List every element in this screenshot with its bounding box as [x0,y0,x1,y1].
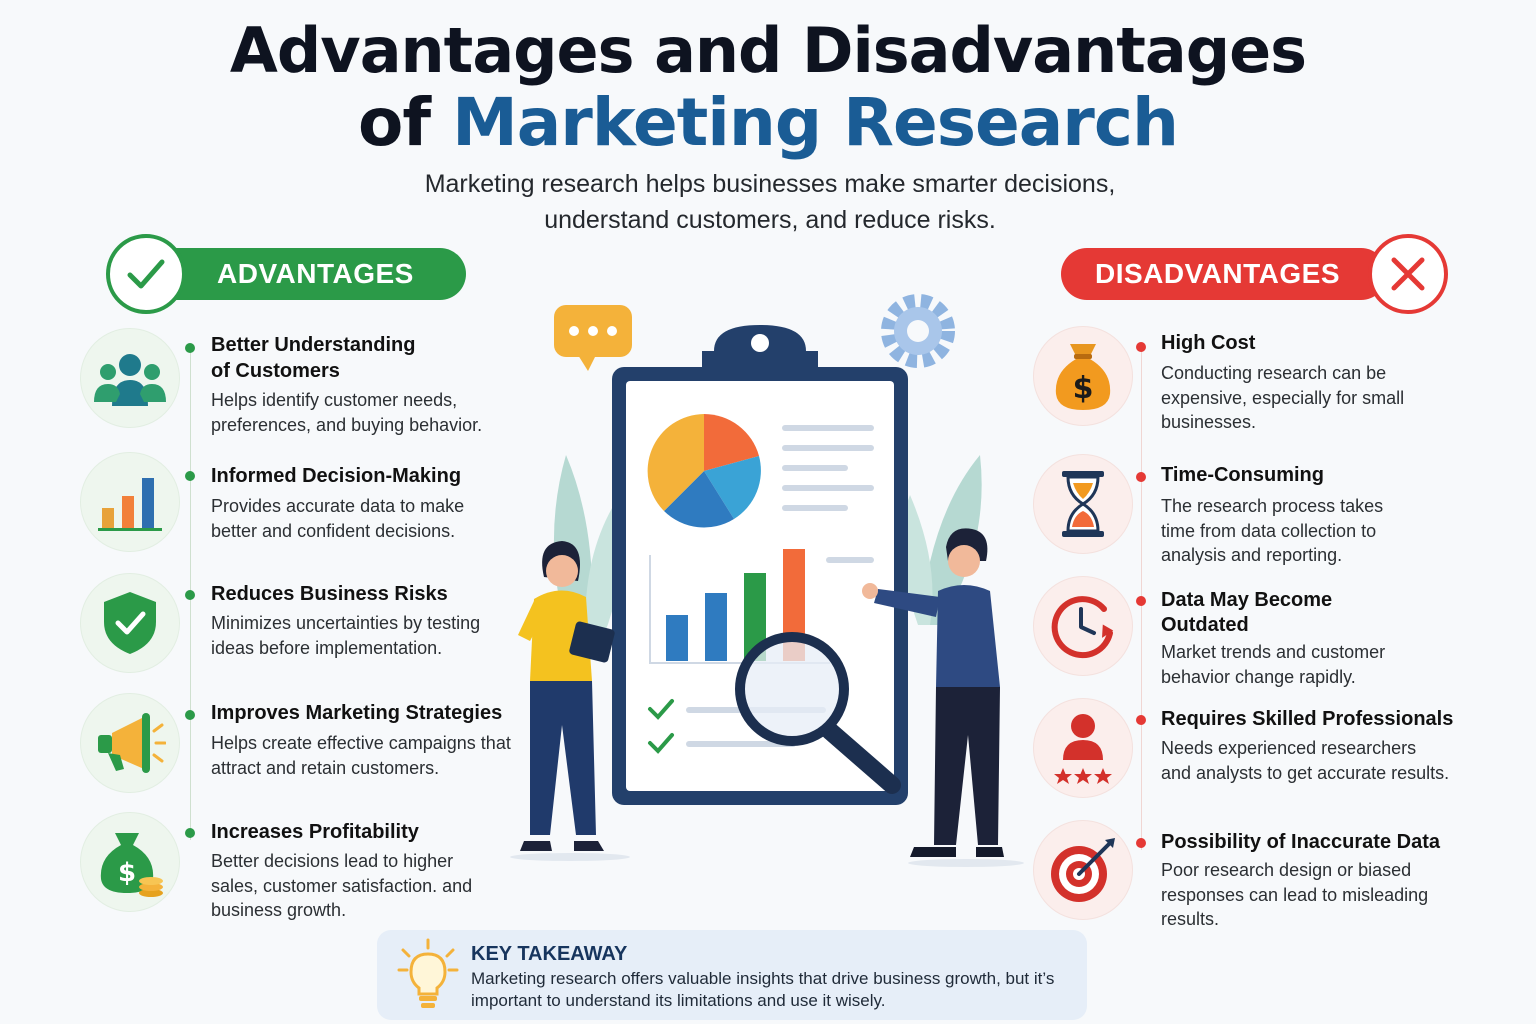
key-takeaway-box: KEY TAKEAWAY Marketing research offers v… [377,930,1087,1020]
lightbulb-icon [397,938,459,1008]
svg-text:$: $ [1073,371,1094,406]
item-title: Possibility of Inaccurate Data [1161,831,1440,853]
item-description: Minimizes uncertainties by testing ideas… [211,613,481,658]
timeline-dot [185,710,195,720]
customers-group-icon [80,328,180,428]
timeline-dot [185,590,195,600]
page-title-line2: of Marketing Research [0,90,1536,156]
timeline-dot [1136,715,1146,725]
item-title-line2: Outdated [1161,614,1249,636]
item-title: Reduces Business Risks [211,583,448,605]
woman-figure [510,541,630,861]
subtitle-line1: Marketing research helps businesses make… [424,170,1116,198]
timeline-dot [185,828,195,838]
title-highlight: Marketing Research [452,84,1179,161]
takeaway-text: Marketing research offers valuable insig… [471,969,1055,1010]
item-description: Helps identify customer needs, preferenc… [211,390,483,435]
item-title: Time-Consuming [1161,464,1324,486]
chat-bubble-icon [554,305,632,371]
cross-icon [1368,234,1448,314]
item-title: Better Understanding [211,334,416,356]
item-description: The research process takes time from dat… [1161,496,1384,565]
item-description: Poor research design or biased responses… [1161,860,1429,929]
gear-icon [881,294,955,368]
megaphone-icon [80,693,180,793]
magnifier-icon [735,632,901,794]
timeline-dot [185,471,195,481]
item-description: Market trends and customer behavior chan… [1161,642,1386,687]
pie-chart [647,414,761,528]
timeline-dot [1136,472,1146,482]
item-title: Informed Decision-Making [211,465,462,487]
advantages-heading-pill: ADVANTAGES [150,248,466,300]
bar-chart-icon [80,452,180,552]
subtitle-line2: understand customers, and reduce risks. [544,206,996,234]
page-title: Advantages and Disadvantages [229,14,1307,87]
disadvantages-heading-pill: DISADVANTAGES [1061,248,1387,300]
money-bag-icon: $ [80,812,180,912]
item-description: Needs experienced researchers and analys… [1161,738,1450,783]
hourglass-icon [1033,454,1133,554]
advantages-heading: ADVANTAGES [217,258,414,289]
timeline-dot [1136,596,1146,606]
shield-check-icon [80,573,180,673]
item-title: Requires Skilled Professionals [1161,708,1454,730]
clipboard-illustration [510,294,1024,867]
title-prefix: of [358,84,453,161]
clipboard-clip [702,325,818,377]
item-description: Better decisions lead to higher sales, c… [211,851,473,920]
svg-text:$: $ [118,858,136,888]
takeaway-title: KEY TAKEAWAY [471,943,628,965]
target-icon [1033,820,1133,920]
timeline-dot [1136,838,1146,848]
item-title: Increases Profitability [211,821,419,843]
timeline-dot [1136,342,1146,352]
timeline-dot [185,343,195,353]
clock-icon [1033,576,1133,676]
man-figure [862,528,1024,867]
item-description: Provides accurate data to make better an… [211,496,465,541]
subtitle: Marketing research helps businesses make… [0,166,1536,238]
item-title-line2: of Customers [211,360,340,382]
item-title: Improves Marketing Strategies [211,702,503,724]
item-description: Conducting research can be expensive, es… [1161,363,1405,432]
paper-text-lines [782,425,874,563]
item-title: Data May Become [1161,589,1333,611]
check-icon [106,234,186,314]
item-title: High Cost [1161,332,1256,354]
expert-icon [1033,698,1133,798]
disadvantages-heading: DISADVANTAGES [1095,258,1341,289]
dollar-bag-icon: $ [1033,326,1133,426]
item-description: Helps create effective campaigns that at… [211,733,511,778]
